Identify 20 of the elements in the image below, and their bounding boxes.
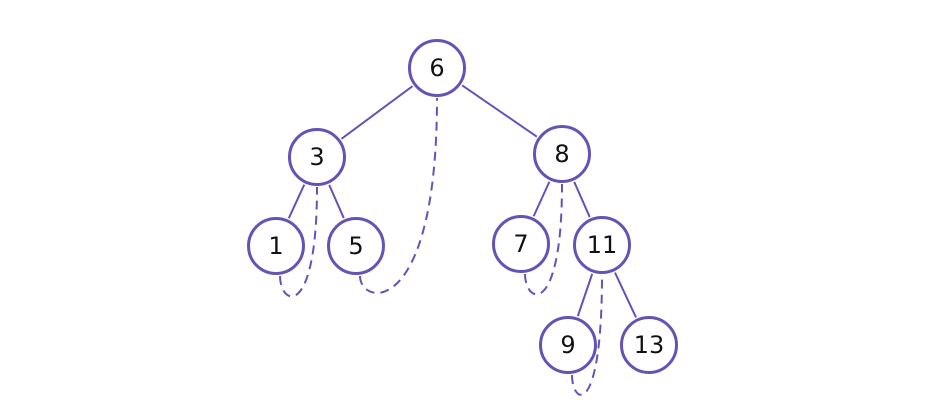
tree-edge <box>340 85 414 140</box>
tree-edge <box>462 84 538 138</box>
node-value: 9 <box>560 331 576 359</box>
tree-edge <box>532 181 550 217</box>
thread-link <box>359 98 438 294</box>
node-value: 8 <box>554 140 570 168</box>
tree-edge <box>576 274 594 316</box>
tree-edge <box>288 184 306 219</box>
node-value: 3 <box>309 143 325 171</box>
thread-link <box>524 184 563 295</box>
tree-edge <box>573 182 591 218</box>
node-value: 6 <box>429 54 445 82</box>
tree-edge <box>614 272 637 318</box>
node-value: 1 <box>268 232 284 260</box>
tree-edge <box>328 184 345 218</box>
node-value: 7 <box>513 230 529 258</box>
node-value: 5 <box>348 232 364 260</box>
thread-link <box>279 186 318 298</box>
node-value: 13 <box>634 331 664 359</box>
node-value: 11 <box>586 231 618 259</box>
